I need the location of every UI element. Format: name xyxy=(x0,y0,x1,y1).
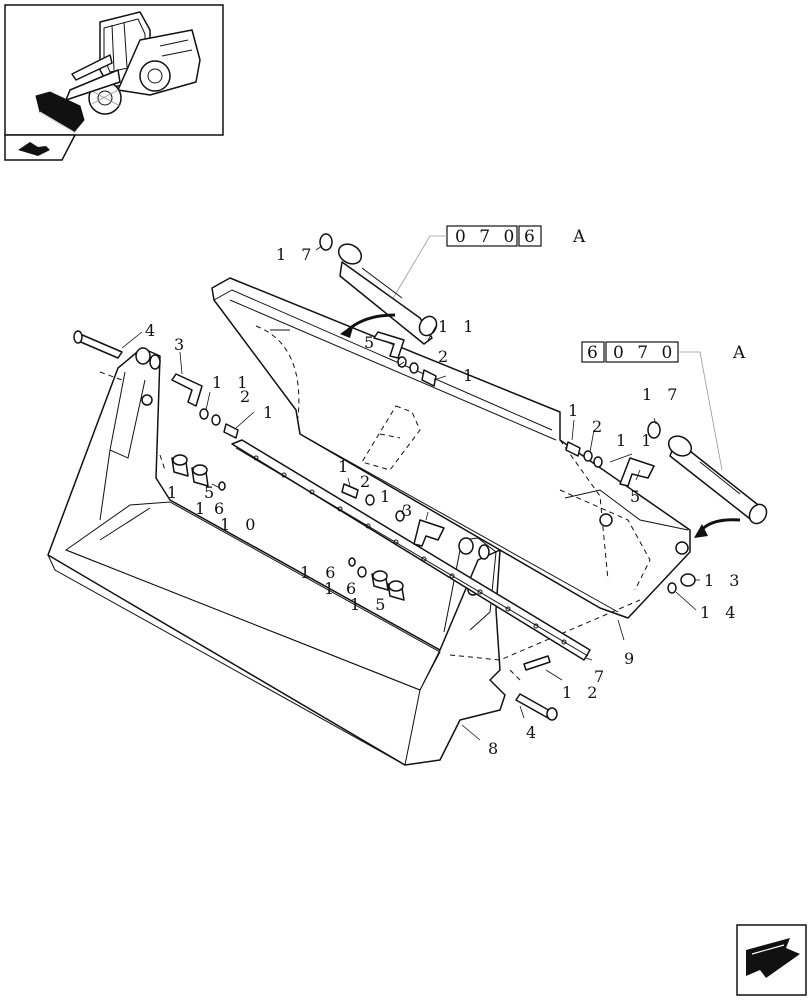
curved-arrow-right xyxy=(698,518,741,533)
plug-13 xyxy=(680,573,696,587)
bracket-3-left xyxy=(171,373,203,407)
bolt-4-left xyxy=(73,330,123,359)
label-3-center: 3 xyxy=(402,501,417,520)
bolt-12 xyxy=(523,655,551,671)
bolt-1b xyxy=(223,423,239,439)
ref-top-suffix: A xyxy=(572,227,589,247)
label-5-top: 5 xyxy=(364,333,379,352)
label-2-left: 2 xyxy=(240,387,255,406)
o-ring-17-left xyxy=(319,233,333,251)
label-1-top: 1 xyxy=(463,366,478,385)
washer-6b xyxy=(357,566,367,578)
label-1-bush: 1 xyxy=(167,483,182,502)
link-rod-right xyxy=(667,435,768,525)
reference-box-top: 0 7 0 6 A xyxy=(391,225,589,301)
bolt-1a xyxy=(421,369,437,387)
label-4-left: 4 xyxy=(145,321,160,340)
label-1-lower: 1 xyxy=(324,579,339,598)
washer-2d xyxy=(583,450,593,462)
label-8: 8 xyxy=(488,739,503,758)
washer-11b xyxy=(199,408,209,420)
nut-16 xyxy=(348,557,356,567)
label-4-right: 4 xyxy=(526,723,541,742)
bolt-1h xyxy=(565,441,581,457)
ref-right-box1: 6 xyxy=(587,343,602,363)
label-1-left: 1 xyxy=(263,403,278,422)
washer-2c xyxy=(365,494,375,506)
wheel-loader-icon xyxy=(35,11,201,133)
bolt-1e xyxy=(341,483,359,499)
reference-box-right: 6 0 7 0 A xyxy=(581,341,749,471)
washer-2b xyxy=(211,414,221,426)
label-12: 1 2 xyxy=(562,683,602,702)
view-arrow-icon xyxy=(18,142,50,156)
label-17-left: 1 7 xyxy=(276,245,316,264)
bucket-upper xyxy=(211,277,691,619)
bracket-5-top xyxy=(373,331,405,359)
o-ring-17-right xyxy=(647,421,661,439)
view-direction-tab xyxy=(4,134,77,161)
ref-right-suffix: A xyxy=(732,343,749,363)
label-14: 1 4 xyxy=(700,603,740,622)
ref-top-box2: 6 xyxy=(524,227,539,247)
label-1-center: 1 xyxy=(338,457,353,476)
washer-2 xyxy=(409,362,419,374)
washer-14 xyxy=(667,582,677,594)
label-6-left: 6 xyxy=(214,499,229,518)
bracket-3-center xyxy=(413,519,445,547)
label-3-left: 3 xyxy=(174,335,189,354)
label-7: 7 xyxy=(594,667,609,686)
washer-11c xyxy=(593,456,603,468)
label-11-right: 1 1 xyxy=(616,431,656,450)
label-17-right: 1 7 xyxy=(642,385,682,404)
label-1-bush2: 1 xyxy=(195,499,210,518)
label-2-top: 2 xyxy=(438,347,453,366)
curved-arrow-left xyxy=(347,313,396,332)
label-1-right: 1 xyxy=(568,401,583,420)
bracket-5-right xyxy=(619,457,655,487)
ref-right-box2: 0 7 0 xyxy=(613,343,676,363)
label-13: 1 3 xyxy=(704,571,744,590)
label-2-right: 2 xyxy=(592,417,607,436)
cutting-edge-bar xyxy=(231,439,591,661)
label-9: 9 xyxy=(624,649,639,668)
label-2-center: 2 xyxy=(360,472,375,491)
ref-top-box1: 0 7 0 xyxy=(455,227,518,247)
label-11-top: 1 1 xyxy=(438,317,478,336)
label-6-lower: 6 xyxy=(346,579,361,598)
label-15: 1 5 xyxy=(350,595,390,614)
nut-6a xyxy=(218,481,226,491)
next-page-icon[interactable] xyxy=(736,924,807,996)
label-11-left: 1 1 xyxy=(212,373,252,392)
label-5-right: 5 xyxy=(630,487,645,506)
bolt-4-right xyxy=(515,693,558,721)
label-10: 1 0 xyxy=(220,515,260,534)
label-5-bush: 5 xyxy=(204,483,219,502)
machine-thumbnail xyxy=(4,4,224,136)
bucket-lower xyxy=(47,347,641,766)
link-rod-left xyxy=(337,243,438,345)
label-16: 1 6 xyxy=(300,563,340,582)
label-1-center2: 1 xyxy=(380,487,395,506)
